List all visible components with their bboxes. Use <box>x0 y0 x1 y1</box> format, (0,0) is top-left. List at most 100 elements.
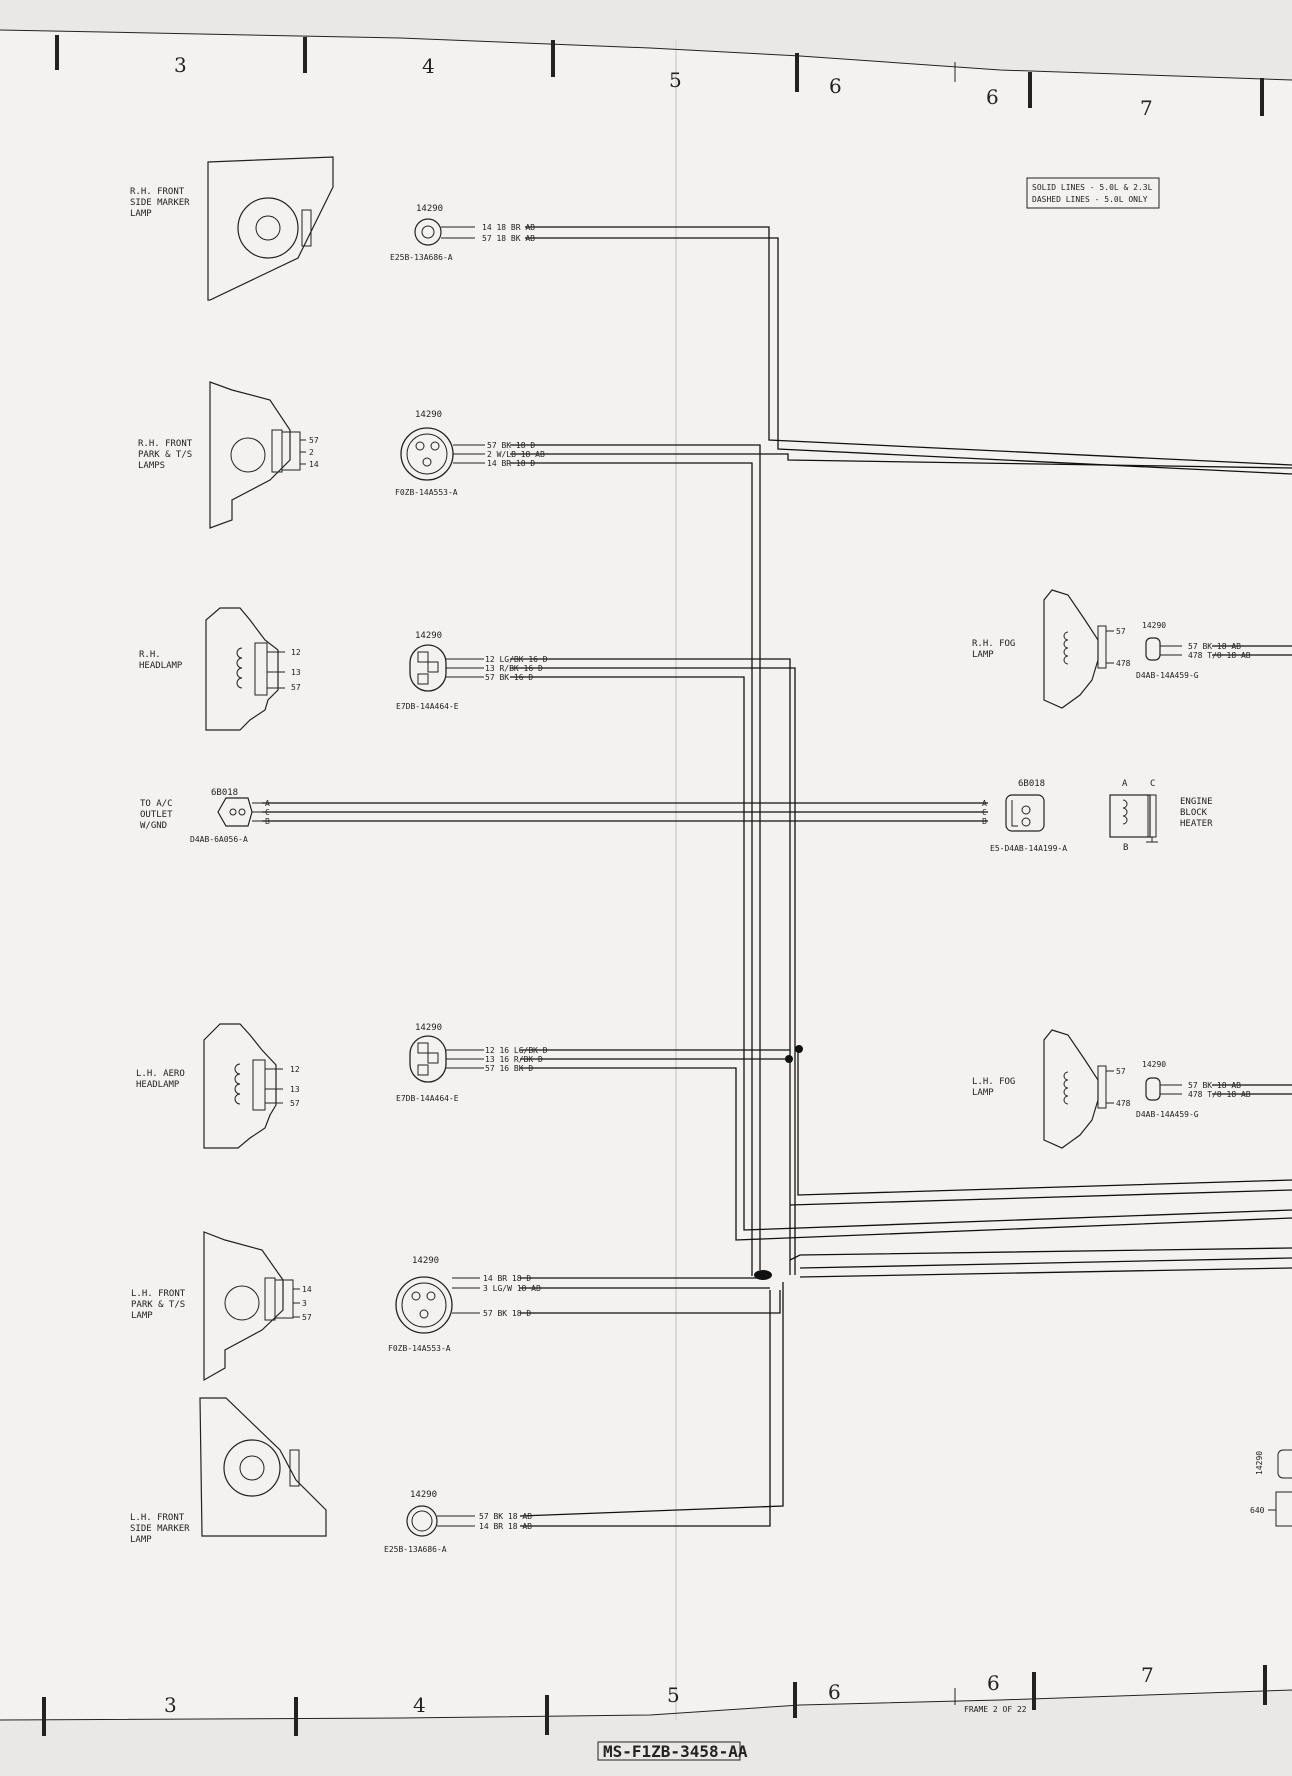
lh-fog-pin-478: 478 <box>1116 1099 1131 1108</box>
ac-outlet-label-3: W/GND <box>140 821 167 831</box>
lh-headlamp-wire-1: 12 16 LG/BK D <box>485 1046 548 1055</box>
lh-park-label-2: PARK & T/S <box>131 1300 185 1310</box>
lh-headlamp-label-1: L.H. AERO <box>136 1069 185 1079</box>
ac-outlet-label-2: OUTLET <box>140 810 173 820</box>
rh-fog-wire-2: 478 T/O 18 AB <box>1188 651 1251 660</box>
block-heater-part-no: E5-D4AB-14A199-A <box>990 844 1067 853</box>
rh-park-label-1: R.H. FRONT <box>138 439 193 449</box>
notice-line-2: DASHED LINES - 5.0L ONLY <box>1032 195 1148 204</box>
rh-headlamp <box>205 607 285 731</box>
rh-park-ts-lamp <box>209 381 306 529</box>
rh-park-pin-2: 2 <box>309 448 314 457</box>
block-heater-pin-a: A <box>982 799 987 808</box>
rh-headlamp-wire-1: 12 LG/BK 16 D <box>485 655 548 664</box>
lh-park-wire-1: 14 BR 18 D <box>483 1274 531 1283</box>
block-heater-terminal-b: B <box>1123 843 1128 853</box>
rh-fog-label-1: R.H. FOG <box>972 639 1015 649</box>
block-heater-label-1: ENGINE <box>1180 797 1213 807</box>
engine-block-heater <box>1109 794 1158 843</box>
rh-fog-lamp <box>1043 589 1114 709</box>
block-heater-label-2: BLOCK <box>1180 808 1208 818</box>
lh-side-marker-connector <box>406 1505 475 1537</box>
rh-park-wire-3: 14 BR 18 D <box>487 459 535 468</box>
rh-side-marker-part-no: E25B-13A686-A <box>390 253 453 262</box>
block-heater-connector-id: 6B018 <box>1018 779 1045 789</box>
rh-fog-connector-id: 14290 <box>1142 621 1166 630</box>
lh-headlamp-connector <box>409 1035 484 1083</box>
lh-side-marker-wire-1: 57 BK 18 AB <box>479 1512 532 1521</box>
rh-side-marker-label-1: R.H. FRONT <box>130 187 185 197</box>
rh-park-label-2: PARK & T/S <box>138 450 192 460</box>
lh-side-marker-label-2: SIDE MARKER <box>130 1524 190 1534</box>
rh-park-wire-2: 2 W/LB 18 AB <box>487 450 545 459</box>
frame-label: FRAME 2 OF 22 <box>964 1705 1027 1714</box>
ac-outlet-pin-b: B <box>265 817 270 826</box>
lh-side-marker-wire-2: 14 BR 18 AB <box>479 1522 532 1531</box>
lh-side-marker-lamp <box>199 1397 327 1537</box>
rh-side-marker-lamp <box>207 156 334 301</box>
rh-park-pin-14: 14 <box>309 460 319 469</box>
lh-side-marker-connector-id: 14290 <box>410 1490 437 1500</box>
block-heater-terminal-a: A <box>1122 779 1128 789</box>
bulb-icon <box>224 1285 260 1321</box>
right-edge-connector <box>1268 1449 1292 1527</box>
top-number-3: 3 <box>174 53 187 77</box>
top-border <box>0 29 1292 116</box>
ac-outlet-label-1: TO A/C <box>140 799 173 809</box>
lh-headlamp-wire-3: 57 16 BK D <box>485 1064 533 1073</box>
bulb-icon <box>237 197 299 259</box>
rh-park-pin-57: 57 <box>309 436 319 445</box>
lh-fog-wire-2: 478 T/O 18 AB <box>1188 1090 1251 1099</box>
block-heater-pin-c: C <box>982 808 987 817</box>
lh-park-ts-lamp <box>203 1231 300 1382</box>
lh-side-marker-label-3: LAMP <box>130 1535 152 1545</box>
lh-fog-label-1: L.H. FOG <box>972 1077 1015 1087</box>
rh-headlamp-wire-2: 13 R/BK 16 D <box>485 664 543 673</box>
rh-headlamp-pin-57: 57 <box>291 683 301 692</box>
top-number-5: 5 <box>669 68 682 92</box>
top-number-4: 4 <box>422 54 435 78</box>
lh-fog-pin-57: 57 <box>1116 1067 1126 1076</box>
drawing-number: MS-F1ZB-3458-AA <box>603 1742 748 1761</box>
top-number-7: 7 <box>1140 96 1153 120</box>
rh-headlamp-connector-id: 14290 <box>415 631 442 641</box>
rh-fog-label-2: LAMP <box>972 650 994 660</box>
rh-park-wire-1: 57 BK 18 D <box>487 441 535 450</box>
lh-park-connector <box>395 1276 480 1334</box>
rh-headlamp-connector <box>409 644 484 692</box>
lh-park-part-no: F0ZB-14A553-A <box>388 1344 451 1353</box>
rh-side-marker-connector-id: 14290 <box>416 204 443 214</box>
lh-headlamp-pin-13: 13 <box>290 1085 300 1094</box>
bottom-number-3: 3 <box>164 1693 177 1717</box>
rh-park-connector-id: 14290 <box>415 410 442 420</box>
rh-headlamp-wire-3: 57 BK 16 D <box>485 673 533 682</box>
top-number-6b: 6 <box>986 85 999 109</box>
lh-headlamp-label-2: HEADLAMP <box>136 1080 180 1090</box>
ac-outlet-connector <box>217 797 262 827</box>
sheet-area <box>0 30 1292 1720</box>
lh-fog-part-no: D4AB-14A459-G <box>1136 1110 1199 1119</box>
ac-outlet-part-no: D4AB-6A056-A <box>190 835 248 844</box>
rh-fog-connector <box>1145 637 1182 661</box>
lh-side-marker-part-no: E25B-13A686-A <box>384 1545 447 1554</box>
lh-headlamp-connector-id: 14290 <box>415 1023 442 1033</box>
rh-headlamp-pin-12: 12 <box>291 648 301 657</box>
ac-outlet-pin-a: A <box>265 799 270 808</box>
rh-side-marker-wire-2: 57 18 BK AB <box>482 234 535 243</box>
ac-outlet-connector-id: 6B018 <box>211 788 238 798</box>
lh-park-wire-3: 57 BK 18 D <box>483 1309 531 1318</box>
rh-park-part-no: F0ZB-14A553-A <box>395 488 458 497</box>
rh-side-marker-wire-1: 14 18 BR AB <box>482 223 535 232</box>
lh-headlamp <box>203 1023 283 1149</box>
lh-fog-lamp <box>1043 1029 1114 1149</box>
lh-park-pin-14: 14 <box>302 1285 312 1294</box>
notice-line-1: SOLID LINES - 5.0L & 2.3L <box>1032 183 1153 192</box>
lh-park-connector-id: 14290 <box>412 1256 439 1266</box>
block-heater-connector <box>1005 794 1045 832</box>
rh-fog-pin-478: 478 <box>1116 659 1131 668</box>
lh-headlamp-pin-57: 57 <box>290 1099 300 1108</box>
drawing-number-box <box>597 1741 741 1761</box>
rh-headlamp-part-no: E7DB-14A464-E <box>396 702 459 711</box>
bottom-number-5: 5 <box>667 1683 680 1707</box>
